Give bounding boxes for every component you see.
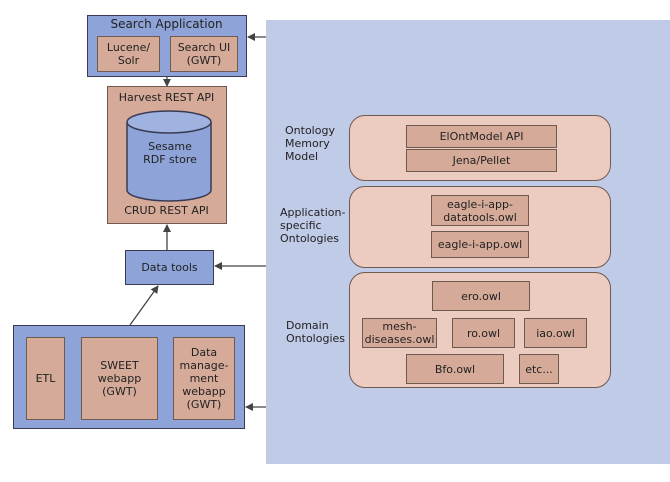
search-application-title: Search Application: [110, 17, 223, 31]
application-specific-ontologies-label: Application- specific Ontologies: [280, 206, 346, 245]
ro-owl-box: ro.owl: [452, 318, 515, 348]
sesame-rdf-store-label: Sesame RDF store: [143, 140, 197, 166]
crud-rest-api-label: CRUD REST API: [124, 204, 209, 217]
bfo-owl-box: Bfo.owl: [406, 354, 504, 384]
iao-owl-box: iao.owl: [524, 318, 587, 348]
mesh-diseases-owl-box: mesh- diseases.owl: [362, 318, 437, 348]
etl-box: ETL: [26, 337, 65, 420]
harvest-rest-api-label: Harvest REST API: [118, 91, 215, 104]
search-ui-box: Search UI (GWT): [170, 36, 238, 72]
data-tools-box: Data tools: [125, 250, 214, 285]
ero-owl-box: ero.owl: [432, 281, 530, 311]
data-management-webapp-box: Data manage- ment webapp (GWT): [173, 337, 235, 420]
lucene-solr-box: Lucene/ Solr: [97, 36, 160, 72]
jena-pellet-box: Jena/Pellet: [406, 149, 557, 172]
application-ontologies-panel: eagle-i-app- datatools.owl eagle-i-app.o…: [349, 186, 611, 268]
domain-ontologies-label: Domain Ontologies: [286, 319, 345, 345]
memory-model-panel: ElOntModel API Jena/Pellet: [349, 115, 611, 181]
eagle-i-app-owl-box: eagle-i-app.owl: [431, 231, 529, 258]
tools-group-box: ETL SWEET webapp (GWT) Data manage- ment…: [13, 325, 245, 429]
sweet-webapp-box: SWEET webapp (GWT): [81, 337, 158, 420]
elontmodel-api-box: ElOntModel API: [406, 125, 557, 148]
ontology-memory-model-label: Ontology Memory Model: [285, 124, 335, 163]
search-application-box: Search Application Lucene/ Solr Search U…: [87, 15, 247, 77]
eagle-i-app-datatools-owl-box: eagle-i-app- datatools.owl: [431, 195, 529, 226]
etc-box: etc...: [519, 354, 559, 384]
rdf-store-cylinder-icon: [126, 110, 212, 202]
arrow-tools-group-to-data-tools: [129, 285, 159, 326]
domain-ontologies-panel: ero.owl mesh- diseases.owl ro.owl iao.ow…: [349, 272, 611, 388]
